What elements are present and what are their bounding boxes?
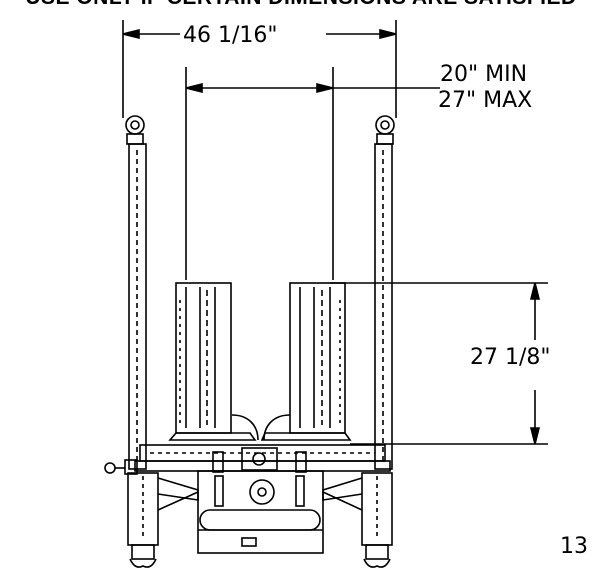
height-label: 27 1/8" — [470, 345, 551, 370]
inner-width-dimension — [185, 67, 440, 280]
height-dimension — [330, 282, 548, 445]
base-frame — [134, 444, 391, 473]
right-outrigger — [322, 472, 393, 568]
left-outrigger — [127, 472, 199, 568]
header-note: USE ONLY IF CERTAIN DIMENSIONS ARE SATIS… — [0, 0, 602, 10]
left-lift-post — [104, 115, 147, 475]
right-lift-post — [374, 115, 395, 470]
inner-min-label: 20" MIN — [440, 62, 527, 87]
inner-max-label: 27" MAX — [438, 88, 532, 113]
overall-width-label: 46 1/16" — [183, 23, 278, 48]
page-number: 13 — [560, 534, 588, 559]
overall-width-dimension — [122, 20, 397, 118]
right-tire-cradle — [260, 282, 352, 441]
left-tire-cradle — [168, 282, 259, 441]
lower-assembly — [197, 470, 324, 554]
